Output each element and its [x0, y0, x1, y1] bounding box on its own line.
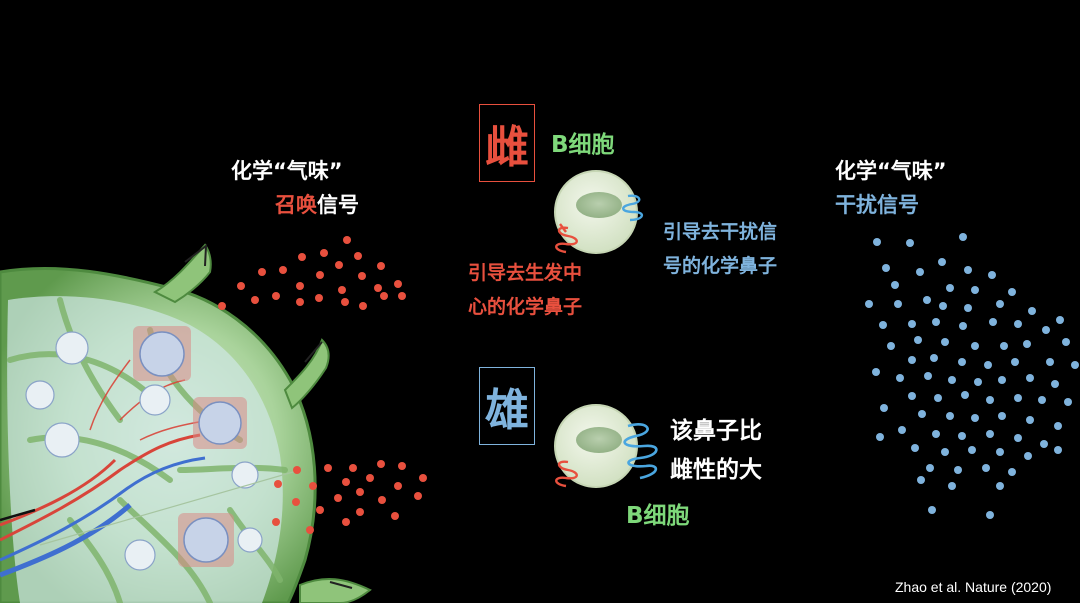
lymph-node-illustration [0, 243, 372, 603]
signal-label: 信号 [317, 193, 359, 217]
male-receptor-label-line1: 该鼻子比 [670, 418, 762, 444]
female-label-box: 雌 [479, 104, 535, 182]
signal-particles [218, 236, 406, 310]
male-b-cell-label: B细胞 [626, 503, 690, 529]
female-b-cell-label: B细胞 [551, 132, 615, 158]
signal-particles [272, 460, 427, 534]
male-label-box: 雄 [479, 367, 535, 445]
citation: Zhao et al. Nature (2020) [895, 579, 1052, 595]
left-heading-line2: 召唤信号 [275, 191, 359, 219]
signal-particles [865, 233, 1079, 519]
right-heading-line2: 干扰信号 [835, 193, 919, 217]
red-receptor-label-line2: 心的化学鼻子 [468, 296, 583, 318]
red-receptor-icon [555, 460, 578, 488]
blue-receptor-label-line1: 引导去干扰信 [663, 221, 778, 243]
red-receptor-label-line1: 引导去生发中 [468, 262, 583, 284]
right-heading-line1: 化学“气味” [835, 159, 947, 183]
blue-receptor-icon [622, 194, 643, 222]
red-receptor-icon [555, 223, 578, 254]
b-cell-icon [554, 170, 638, 254]
blue-receptor-label-line2: 号的化学鼻子 [663, 255, 778, 277]
blue-receptor-icon [623, 423, 658, 480]
attract-signal-label: 召唤 [275, 193, 317, 217]
male-receptor-label-line2: 雌性的大 [670, 457, 762, 483]
b-cell-icon [554, 404, 638, 488]
left-heading-line1: 化学“气味” [231, 159, 343, 183]
